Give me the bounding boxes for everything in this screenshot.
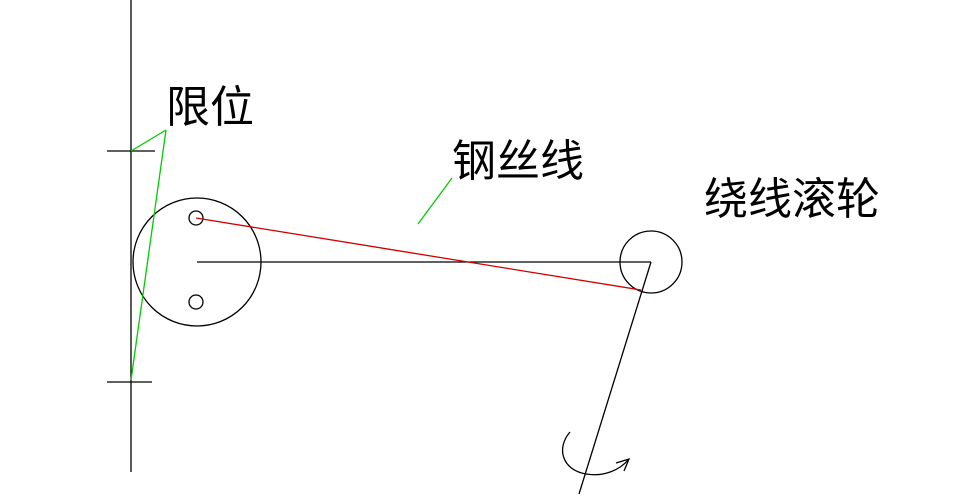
winding-pulley: [619, 230, 683, 294]
limit-leader-upper: [130, 129, 167, 152]
drive-shaft: [578, 261, 652, 495]
upper-pin-hole: [188, 210, 204, 226]
rotation-arrow: [561, 431, 630, 476]
rotation-arrowhead: [615, 457, 631, 472]
wire-leader: [417, 177, 453, 225]
winding-pulley-label: 绕线滚轮: [704, 174, 880, 225]
steel-wire: [195, 217, 642, 291]
limit-leader-lower: [130, 129, 167, 381]
limit-label: 限位: [166, 82, 254, 133]
lower-pin-hole: [188, 294, 204, 310]
steel-wire-label: 钢丝线: [452, 136, 584, 187]
